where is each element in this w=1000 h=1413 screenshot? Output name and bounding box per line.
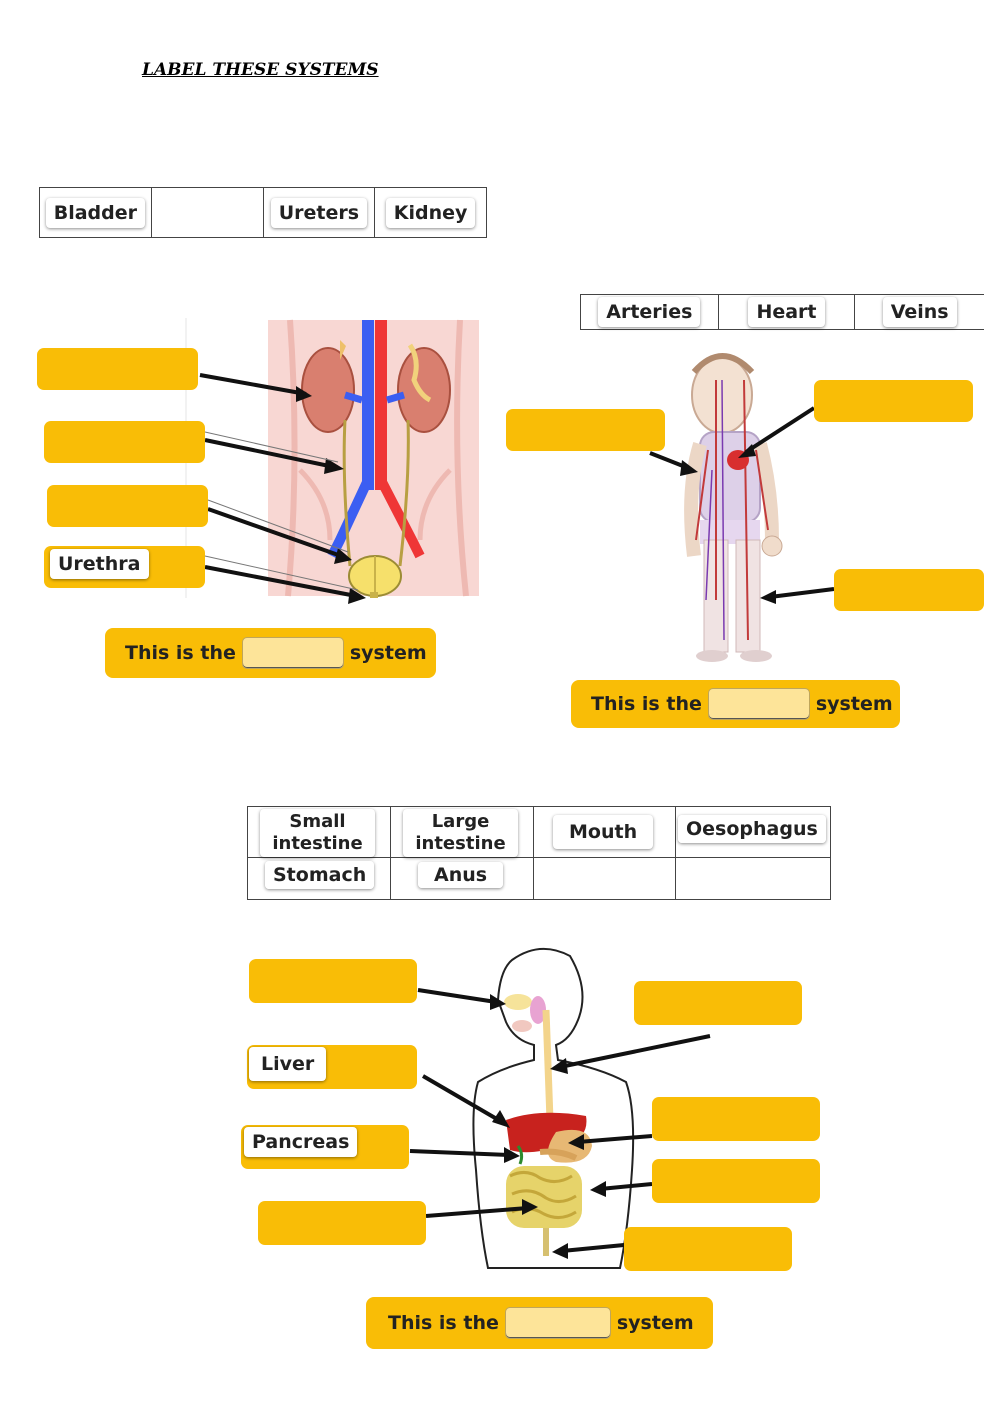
digestive-label-box-oesophagus[interactable] bbox=[634, 981, 802, 1025]
digestive-system-blank[interactable] bbox=[504, 1307, 611, 1339]
sentence-start: This is the bbox=[591, 693, 702, 715]
circulatory-label-box-arteries[interactable] bbox=[506, 409, 665, 451]
word-chip-stomach[interactable]: Stomach bbox=[265, 861, 375, 889]
page-title: LABEL THESE SYSTEMS bbox=[142, 60, 379, 80]
circulatory-label-box-veins[interactable] bbox=[834, 569, 984, 611]
placed-chip-liver[interactable]: Liver bbox=[249, 1047, 327, 1081]
word-chip-ureters[interactable]: Ureters bbox=[270, 197, 368, 228]
sentence-start: This is the bbox=[125, 642, 236, 664]
urinary-system-sentence: This is the system bbox=[105, 628, 436, 678]
empty-bank-slot bbox=[152, 188, 264, 237]
word-chip-heart[interactable]: Heart bbox=[748, 297, 825, 327]
urinary-word-bank: Bladder Ureters Kidney bbox=[39, 187, 487, 238]
digestive-label-box-stomach[interactable] bbox=[652, 1097, 820, 1141]
placed-chip-pancreas[interactable]: Pancreas bbox=[244, 1127, 358, 1157]
digestive-label-box-liver[interactable]: Liver bbox=[247, 1045, 417, 1089]
circulatory-system-blank[interactable] bbox=[707, 688, 810, 720]
word-chip-kidney[interactable]: Kidney bbox=[385, 197, 476, 228]
sentence-end: system bbox=[815, 693, 893, 715]
circulatory-label-box-heart[interactable] bbox=[814, 380, 973, 422]
word-chip-small-intestine[interactable]: Small intestine bbox=[260, 809, 375, 857]
circulatory-system-sentence: This is the system bbox=[571, 680, 900, 728]
word-chip-veins[interactable]: Veins bbox=[882, 297, 957, 327]
digestive-system-sentence: This is the system bbox=[366, 1297, 713, 1349]
digestive-label-box-large-intestine[interactable] bbox=[652, 1159, 820, 1203]
digestive-label-box-small-intestine[interactable] bbox=[258, 1201, 426, 1245]
digestive-label-box-mouth[interactable] bbox=[249, 959, 417, 1003]
digestive-label-box-pancreas[interactable]: Pancreas bbox=[241, 1125, 409, 1169]
word-chip-bladder[interactable]: Bladder bbox=[45, 197, 146, 228]
urinary-label-box-urethra[interactable]: Urethra bbox=[44, 546, 205, 588]
digestive-label-box-anus[interactable] bbox=[624, 1227, 792, 1271]
sentence-start: This is the bbox=[388, 1312, 499, 1334]
urinary-label-box-bladder[interactable] bbox=[47, 485, 208, 527]
placed-chip-urethra[interactable]: Urethra bbox=[50, 549, 149, 579]
urinary-system-blank[interactable] bbox=[241, 637, 344, 669]
word-chip-oesophagus[interactable]: Oesophagus bbox=[678, 815, 826, 843]
urinary-label-box-ureter[interactable] bbox=[44, 421, 205, 463]
sentence-end: system bbox=[616, 1312, 694, 1334]
word-chip-arteries[interactable]: Arteries bbox=[598, 297, 701, 327]
word-chip-mouth[interactable]: Mouth bbox=[553, 815, 654, 849]
sentence-end: system bbox=[349, 642, 427, 664]
word-chip-large-intestine[interactable]: Large intestine bbox=[403, 809, 518, 857]
circulatory-word-bank: Arteries Heart Veins bbox=[580, 294, 984, 330]
urinary-label-box-kidney[interactable] bbox=[37, 348, 198, 390]
word-chip-anus[interactable]: Anus bbox=[418, 862, 504, 888]
digestive-word-bank: Small intestine Large intestine Mouth Oe… bbox=[247, 806, 831, 900]
